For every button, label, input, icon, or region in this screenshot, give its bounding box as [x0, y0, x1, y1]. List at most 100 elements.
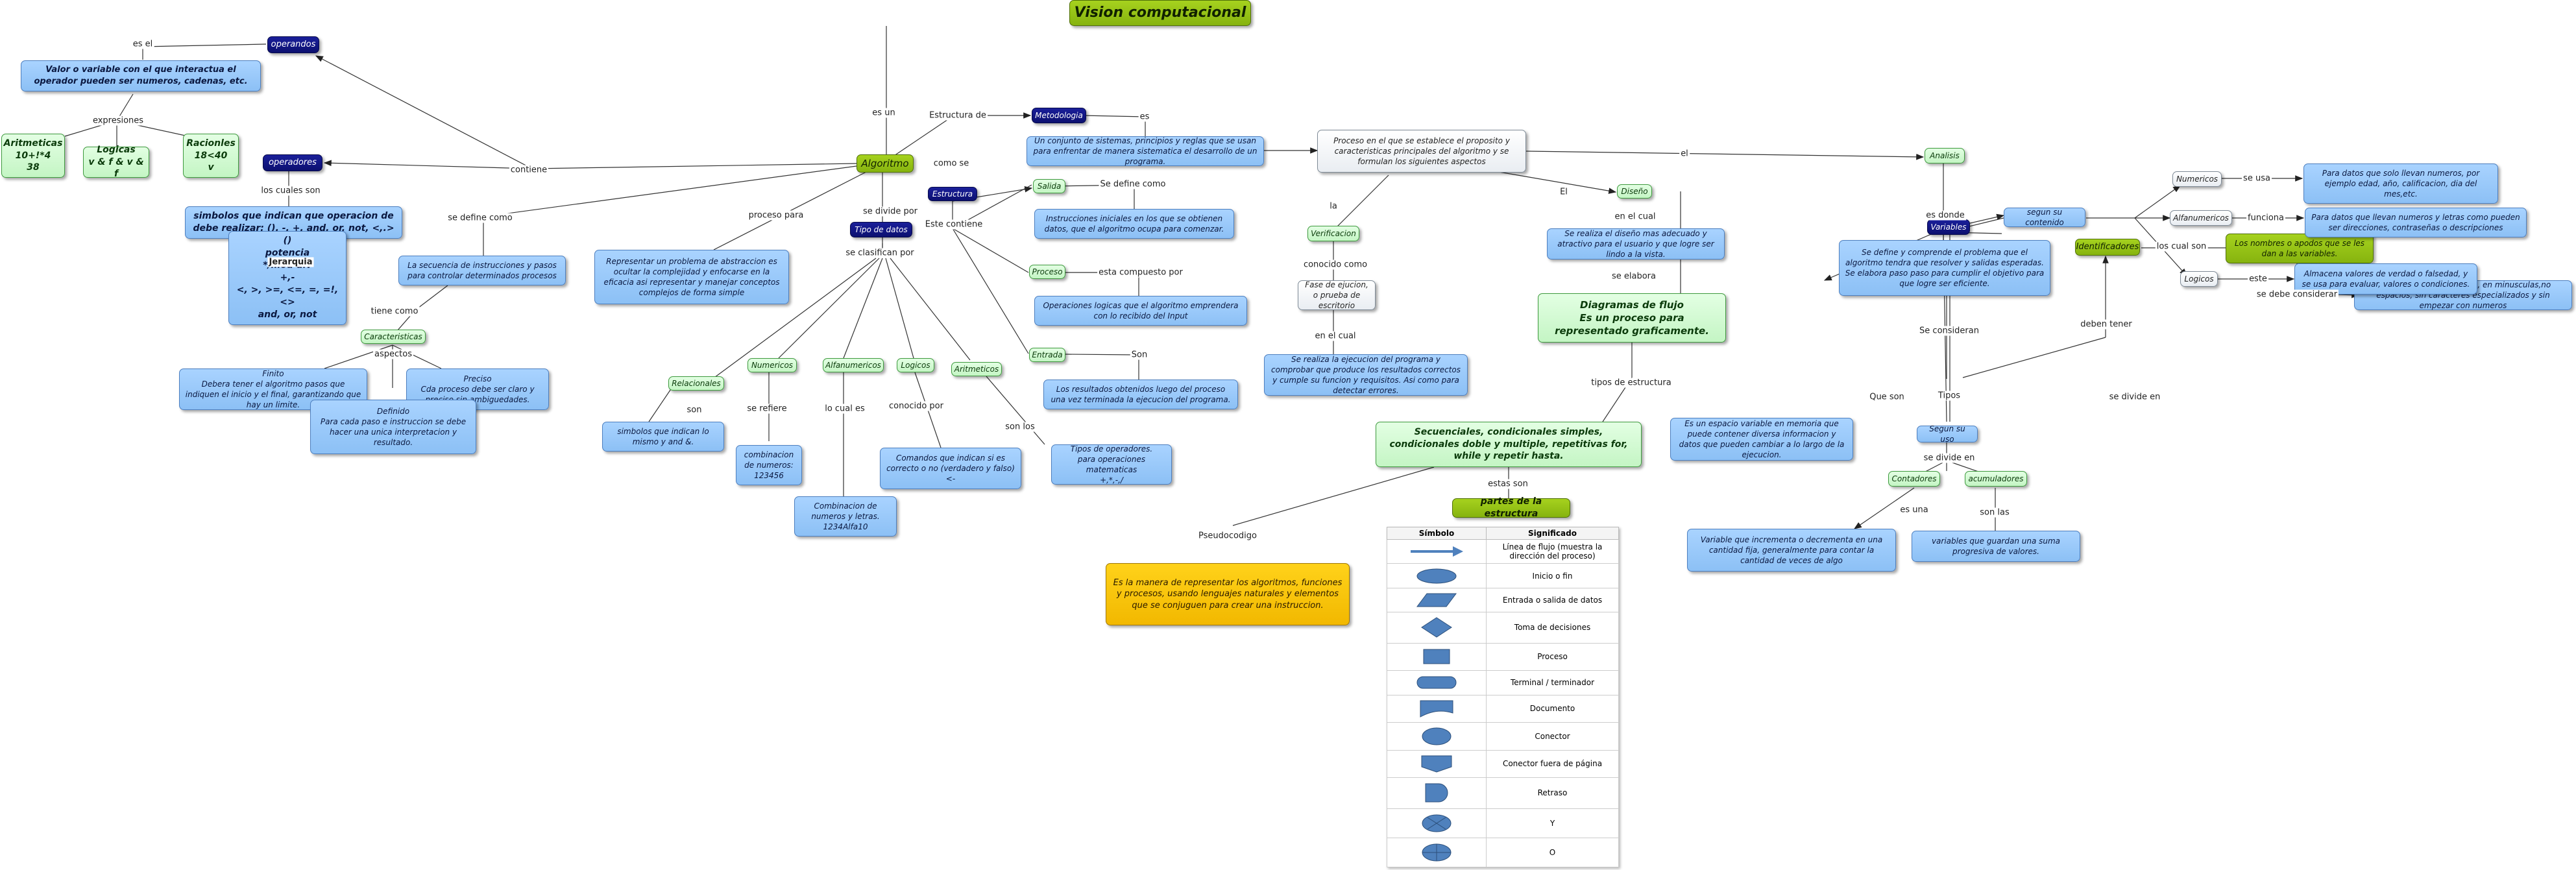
label-funciona: funciona — [2246, 213, 2285, 223]
node-datos-numericos: Para datos que solo llevan numeros, por … — [2303, 163, 2498, 204]
node-algoritmo: Algoritmo — [857, 154, 914, 173]
node-operadores: operadores — [263, 154, 322, 171]
label-se-refiere: se refiere — [746, 404, 788, 414]
node-identificadores: Identificadores — [2075, 239, 2140, 256]
label-aspectos: aspectos — [373, 349, 413, 359]
node-aritmeticos: Aritmeticos — [951, 362, 1002, 376]
label-lo-cual-es: lo cual es — [823, 404, 866, 414]
aritmeticas-text: Aritmeticas 10+!*4 38 — [3, 138, 63, 173]
label-tipos: Tipos — [1936, 391, 1962, 401]
document-symbol-icon — [1387, 694, 1487, 723]
node-estructura: Estructura — [928, 187, 977, 201]
label-estructura-de: Estructura de — [928, 110, 988, 121]
node-define-comprende: Se define y comprende el problema que el… — [1839, 240, 2050, 296]
label-se-divide-en-2: se divide en — [1922, 453, 1976, 463]
parallelogram-symbol-icon — [1387, 587, 1487, 613]
symbol-meaning: Retraso — [1486, 777, 1619, 809]
label-es-un: es un — [871, 108, 897, 118]
node-secuenciales: Secuenciales, condicionales simples, con… — [1376, 422, 1642, 467]
label-son-los: son los — [1004, 422, 1036, 432]
header-simbolo: Símbolo — [1387, 527, 1487, 540]
label-se-divide-en: se divide en — [2108, 392, 2162, 402]
symbol-meaning: Documento — [1486, 694, 1619, 723]
label-el-diseno: El — [1559, 187, 1569, 197]
node-alfanumericos-v: Alfanumericos — [2170, 210, 2232, 226]
node-simbolos-rel: simbolos que indican lo mismo y and &. — [602, 422, 724, 452]
symbol-row: Proceso — [1387, 642, 1619, 671]
symbol-meaning: Conector — [1486, 722, 1619, 751]
label-es-donde: es donde — [1925, 210, 1966, 221]
node-representar: Representar un problema de abstraccion e… — [594, 250, 789, 304]
node-operandos: operandos — [267, 36, 319, 53]
rectangle-symbol-icon — [1387, 642, 1487, 671]
node-numericos-v: Numericos — [2172, 171, 2222, 187]
label-en-el-cual: en el cual — [1313, 331, 1357, 341]
symbol-row: Toma de decisiones — [1387, 612, 1619, 644]
node-realiza: Se realiza la ejecucion del programa y c… — [1264, 354, 1468, 396]
label-los-cuales-son: los cuales son — [260, 186, 322, 196]
node-aritmeticas: Aritmeticas 10+!*4 38 — [1, 134, 65, 178]
node-relacionales: Relacionales — [668, 376, 724, 391]
symbol-meaning: Conector fuera de página — [1486, 749, 1619, 779]
node-diagramas: Diagramas de flujo Es un proceso para re… — [1538, 293, 1726, 343]
node-tipos-op: Tipos de operadores. para operaciones ma… — [1051, 444, 1172, 485]
table-header-row: Símbolo Significado — [1387, 527, 1619, 540]
label-que-son: Que son — [1868, 392, 1906, 402]
symbol-meaning: Y — [1486, 808, 1619, 838]
node-variables-guardan: variables que guardan una suma progresiv… — [1912, 531, 2080, 562]
node-verificacion: Verificacion — [1307, 226, 1359, 241]
node-proceso: Proceso — [1029, 265, 1065, 279]
node-diseno: Diseño — [1617, 184, 1652, 199]
node-alfanumericos: Alfanumericos — [823, 358, 884, 372]
symbol-meaning: Proceso — [1486, 642, 1619, 671]
label-este-contiene: Este contiene — [923, 219, 984, 230]
tipos-op-text: Tipos de operadores. para operaciones ma… — [1070, 444, 1153, 485]
header-significado: Significado — [1486, 527, 1619, 540]
label-se-usa: se usa — [2242, 173, 2272, 184]
node-jerarquia: () potencia */mod div +,- <, >, >=, <=, … — [228, 231, 346, 325]
rounded-symbol-icon — [1387, 670, 1487, 695]
label-son-2: Son — [1130, 350, 1149, 360]
node-pseudocodigo: Es la manera de representar los algoritm… — [1106, 563, 1350, 625]
finito-text: Finito Debera tener el algoritmo pasos q… — [185, 369, 361, 410]
node-valor: Valor o variable con el que interactua e… — [21, 60, 261, 91]
node-proceso-establece: Proceso en el que se establece el propos… — [1317, 130, 1526, 173]
circle-cross-symbol-icon — [1387, 808, 1487, 838]
symbol-meaning: Línea de flujo (muestra la dirección del… — [1486, 538, 1619, 564]
node-racionales: Racionles 18<40 v — [183, 134, 239, 178]
node-instrucciones: Instrucciones iniciales en los que se ob… — [1034, 209, 1234, 239]
symbol-row: Conector fuera de página — [1387, 749, 1619, 779]
node-logicos-v: Logicos — [2180, 271, 2218, 287]
node-caracteristicas: Caracteristicas — [361, 330, 426, 344]
offpage-symbol-icon — [1387, 749, 1487, 779]
diamond-symbol-icon — [1387, 612, 1487, 644]
symbol-row: Inicio o fin — [1387, 563, 1619, 588]
label-como-se: como se — [932, 158, 971, 169]
node-numericos: Numericos — [747, 358, 797, 372]
label-se-define-como: se define como — [446, 213, 514, 223]
label-esta-compuesto-por: esta compuesto por — [1097, 267, 1184, 278]
node-comandos: Comandos que indican si es correcto o no… — [880, 448, 1021, 489]
label-este: este — [2248, 274, 2268, 284]
label-los-cual-son: los cual son — [2155, 241, 2208, 252]
label-se-clasifican-por: se clasifican por — [844, 248, 916, 258]
definido-text: Definido Para cada paso e instruccion se… — [320, 406, 467, 448]
jerarquia-text: () potencia */mod div +,- <, >, >=, <=, … — [236, 236, 339, 320]
label-es-metodologia: es — [1138, 112, 1151, 122]
symbol-meaning: Toma de decisiones — [1486, 612, 1619, 644]
arrow-symbol-icon — [1387, 538, 1487, 564]
label-contiene: contiene — [509, 165, 549, 175]
diagramas-text: Diagramas de flujo Es un proceso para re… — [1555, 298, 1709, 337]
label-deben-tener: deben tener — [2079, 319, 2133, 330]
symbol-meaning: Inicio o fin — [1486, 563, 1619, 588]
node-analisis: Analisis — [1925, 148, 1965, 163]
label-pseudocodigo: Pseudocodigo — [1197, 531, 1258, 541]
label-se-define-como-2: Se define como — [1099, 179, 1167, 189]
label-la: la — [1328, 201, 1339, 211]
node-finito: Finito Debera tener el algoritmo pasos q… — [179, 369, 367, 410]
label-estas-son: estas son — [1487, 479, 1529, 489]
label-el-analisis: el — [1679, 149, 1690, 159]
node-entrada: Entrada — [1029, 348, 1065, 362]
node-salida: Salida — [1033, 179, 1065, 193]
racionales-text: Racionles 18<40 v — [186, 138, 236, 173]
